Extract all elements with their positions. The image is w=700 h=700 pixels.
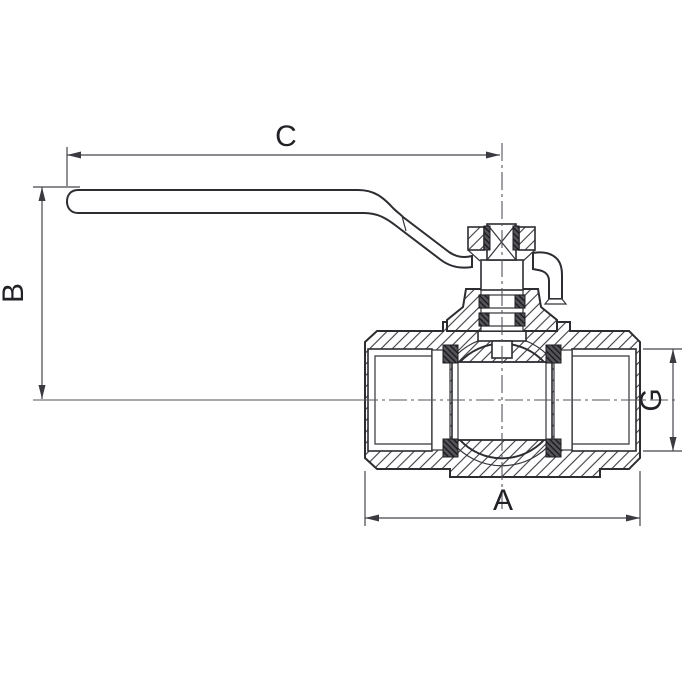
centerlines-group: [33, 143, 677, 510]
nut-wing-left: [467, 226, 485, 251]
dimension-b: B: [0, 186, 80, 399]
dim-a-arrow-right: [626, 514, 640, 522]
dim-b-label: B: [0, 283, 30, 303]
dim-a-arrow-left: [365, 514, 379, 522]
dim-g-arrow-bottom: [669, 437, 677, 451]
dimension-g: G: [635, 348, 682, 452]
nut-wing-right: [518, 226, 536, 251]
dim-b-arrow-top: [38, 187, 46, 201]
stem-seal-strip-right: [512, 225, 520, 251]
handle-lever: [65, 189, 473, 269]
dim-b-arrow-bottom: [38, 385, 46, 399]
dimension-c: C: [66, 120, 500, 186]
dim-c-arrow-left: [67, 151, 81, 159]
seat-bottom-left: [442, 438, 459, 458]
nut-chamfer-left: [467, 249, 481, 262]
dim-c-arrow-right: [486, 151, 500, 159]
dimension-a: A: [364, 471, 641, 526]
packing-lower-left-seal: [478, 312, 490, 327]
nut-chamfer-right: [522, 249, 536, 262]
seat-top-right: [545, 344, 562, 364]
ball-bottom-arc: [459, 439, 545, 460]
seat-top-left: [442, 344, 459, 364]
handle-group: [65, 189, 568, 305]
handle-hook-foot: [543, 298, 568, 305]
handle-bend-line: [401, 215, 407, 232]
packing-lower-right-seal: [514, 312, 526, 327]
seat-bottom-right: [545, 438, 562, 458]
packing-upper-left-seal: [478, 294, 490, 309]
stem-seal-strip-left: [483, 225, 491, 251]
dim-g-label: G: [635, 388, 668, 411]
dim-c-label: C: [275, 120, 297, 153]
packing-upper-right-seal: [514, 294, 526, 309]
stem-assembly-group: [446, 223, 558, 332]
handle-hook: [532, 251, 563, 300]
dim-a-label: A: [493, 484, 513, 517]
dim-g-arrow-top: [669, 349, 677, 363]
